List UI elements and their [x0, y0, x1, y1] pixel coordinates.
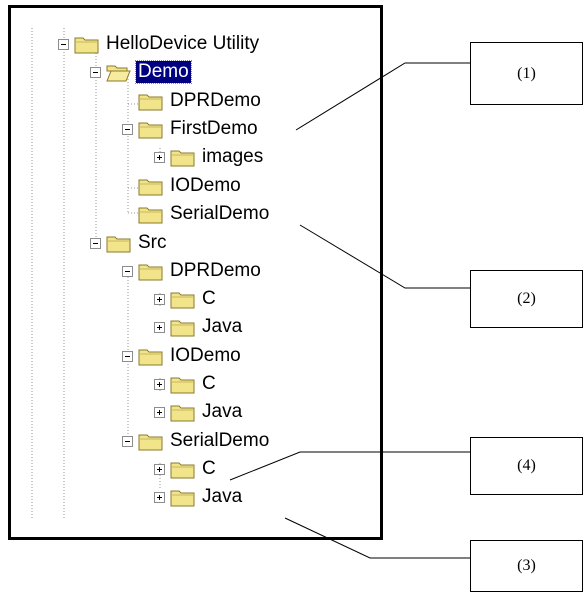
folder-icon: [138, 94, 163, 110]
folder-icon: [138, 207, 163, 223]
tree-node-src-dprdemo-java[interactable]: Java: [154, 313, 244, 341]
folder-icon: [170, 490, 195, 506]
collapse-icon[interactable]: [58, 38, 69, 50]
tree-node-demo-dprdemo[interactable]: DPRDemo: [138, 87, 263, 115]
tree-node-src-serialdemo-c[interactable]: C: [154, 455, 218, 483]
folder-icon: [138, 264, 163, 280]
tree-node-src-dprdemo[interactable]: DPRDemo: [122, 257, 263, 285]
folder-icon: [170, 377, 195, 393]
tree-node-src-serialdemo-java[interactable]: Java: [154, 483, 244, 511]
tree-node-demo-firstdemo-images[interactable]: images: [154, 143, 265, 171]
callout-label-2: (2): [517, 290, 536, 307]
callout-label-4: (4): [517, 457, 536, 474]
tree-node-label: C: [202, 458, 216, 479]
collapse-icon[interactable]: [90, 66, 101, 78]
tree-node-label: Demo: [135, 60, 192, 84]
open-folder-icon: [106, 65, 131, 81]
expand-icon[interactable]: [154, 151, 165, 163]
tree-node-label: Java: [202, 401, 243, 422]
tree-node-src-iodemo-java[interactable]: Java: [154, 398, 244, 426]
tree-node-label: DPRDemo: [170, 90, 261, 111]
callout-box-2: (2): [470, 270, 583, 328]
tree-node-src-serialdemo[interactable]: SerialDemo: [122, 427, 271, 455]
folder-icon: [170, 150, 195, 166]
callout-box-1: (1): [470, 42, 583, 105]
collapse-icon[interactable]: [122, 350, 133, 362]
expand-icon[interactable]: [154, 321, 165, 333]
tree-view-panel: HelloDevice Utility Demo DPRDemo: [8, 5, 383, 540]
callout-box-4: (4): [470, 437, 583, 495]
tree-node-label: Src: [138, 232, 167, 253]
folder-icon: [138, 122, 163, 138]
folder-icon: [138, 349, 163, 365]
folder-icon: [170, 405, 195, 421]
tree-node-label: images: [202, 146, 264, 167]
collapse-icon[interactable]: [122, 435, 133, 447]
expand-icon[interactable]: [154, 491, 165, 503]
tree-node-demo-iodemo[interactable]: IODemo: [138, 172, 243, 200]
folder-icon: [170, 320, 195, 336]
tree-node-label: C: [202, 373, 216, 394]
tree-node-label: Java: [202, 486, 243, 507]
tree-node-src-iodemo-c[interactable]: C: [154, 370, 218, 398]
expand-icon[interactable]: [154, 293, 165, 305]
tree-node-src-dprdemo-c[interactable]: C: [154, 285, 218, 313]
folder-icon: [138, 179, 163, 195]
collapse-icon[interactable]: [122, 123, 133, 135]
folder-icon: [138, 434, 163, 450]
tree-node-label: IODemo: [170, 175, 241, 196]
tree-node-demo-firstdemo[interactable]: FirstDemo: [122, 115, 260, 143]
tree-node-label: SerialDemo: [170, 203, 270, 224]
callout-box-3: (3): [470, 540, 583, 592]
tree-node-label: IODemo: [170, 345, 241, 366]
folder-icon: [170, 462, 195, 478]
expand-icon[interactable]: [154, 463, 165, 475]
tree-node-label: Java: [202, 316, 243, 337]
tree-node-src[interactable]: Src: [90, 229, 169, 257]
folder-icon: [170, 292, 195, 308]
expand-icon[interactable]: [154, 378, 165, 390]
tree-node-demo[interactable]: Demo: [90, 58, 192, 86]
folder-icon: [74, 37, 99, 53]
tree-node-demo-serialdemo[interactable]: SerialDemo: [138, 200, 271, 228]
tree-node-label: FirstDemo: [170, 118, 258, 139]
tree-node-label: HelloDevice Utility: [106, 33, 260, 54]
tree-node-src-iodemo[interactable]: IODemo: [122, 342, 243, 370]
tree-node-label: C: [202, 288, 216, 309]
folder-icon: [106, 236, 131, 252]
expand-icon[interactable]: [154, 406, 165, 418]
collapse-icon[interactable]: [122, 265, 133, 277]
tree-node-label: SerialDemo: [170, 430, 270, 451]
tree-node-root[interactable]: HelloDevice Utility: [58, 30, 261, 58]
callout-label-1: (1): [517, 64, 536, 82]
callout-label-3: (3): [517, 557, 536, 574]
collapse-icon[interactable]: [90, 237, 101, 249]
tree-node-label: DPRDemo: [170, 260, 261, 281]
